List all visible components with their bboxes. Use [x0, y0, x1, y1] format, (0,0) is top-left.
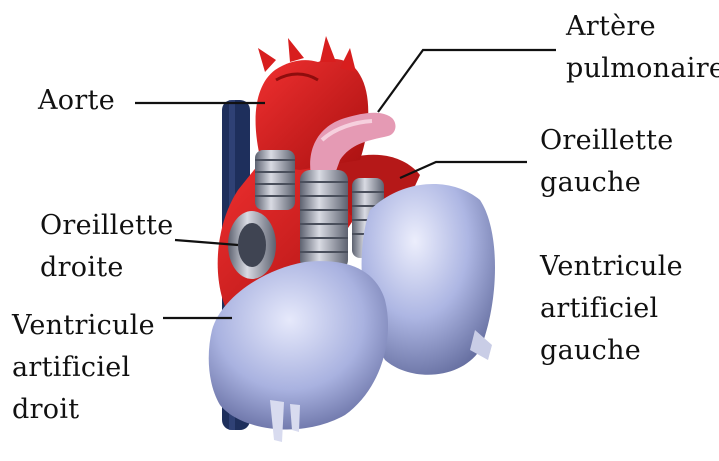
connector-pulmonary: [300, 170, 348, 270]
label-artere-pulmonaire: Artère pulmonaire: [566, 6, 719, 90]
label-aorte-line-1: Aorte: [38, 80, 115, 122]
label-ventricule-droit-line-3: droit: [12, 389, 155, 431]
connector-left-atrium: [255, 150, 295, 210]
label-ventricule-gauche-line-1: Ventricule: [540, 246, 683, 288]
label-aorte: Aorte: [38, 80, 115, 122]
label-oreillette-droite: Oreillette droite: [40, 205, 174, 289]
label-ventricule-droit-line-1: Ventricule: [12, 305, 155, 347]
label-ventricule-gauche-line-3: gauche: [540, 330, 683, 372]
label-oreillette-gauche: Oreillette gauche: [540, 120, 674, 204]
label-ventricule-gauche-line-2: artificiel: [540, 288, 683, 330]
label-oreillette-gauche-line-2: gauche: [540, 162, 674, 204]
label-ventricule-droit: Ventricule artificiel droit: [12, 305, 155, 431]
label-artere-line-1: Artère: [566, 6, 719, 48]
aorta: [256, 36, 369, 170]
leader-artere-pulmonaire: [378, 50, 556, 112]
label-ventricule-gauche: Ventricule artificiel gauche: [540, 246, 683, 372]
label-ventricule-droit-line-2: artificiel: [12, 347, 155, 389]
label-oreillette-droite-line-1: Oreillette: [40, 205, 174, 247]
label-artere-line-2: pulmonaire: [566, 48, 719, 90]
label-oreillette-droite-line-2: droite: [40, 247, 174, 289]
label-oreillette-gauche-line-1: Oreillette: [540, 120, 674, 162]
